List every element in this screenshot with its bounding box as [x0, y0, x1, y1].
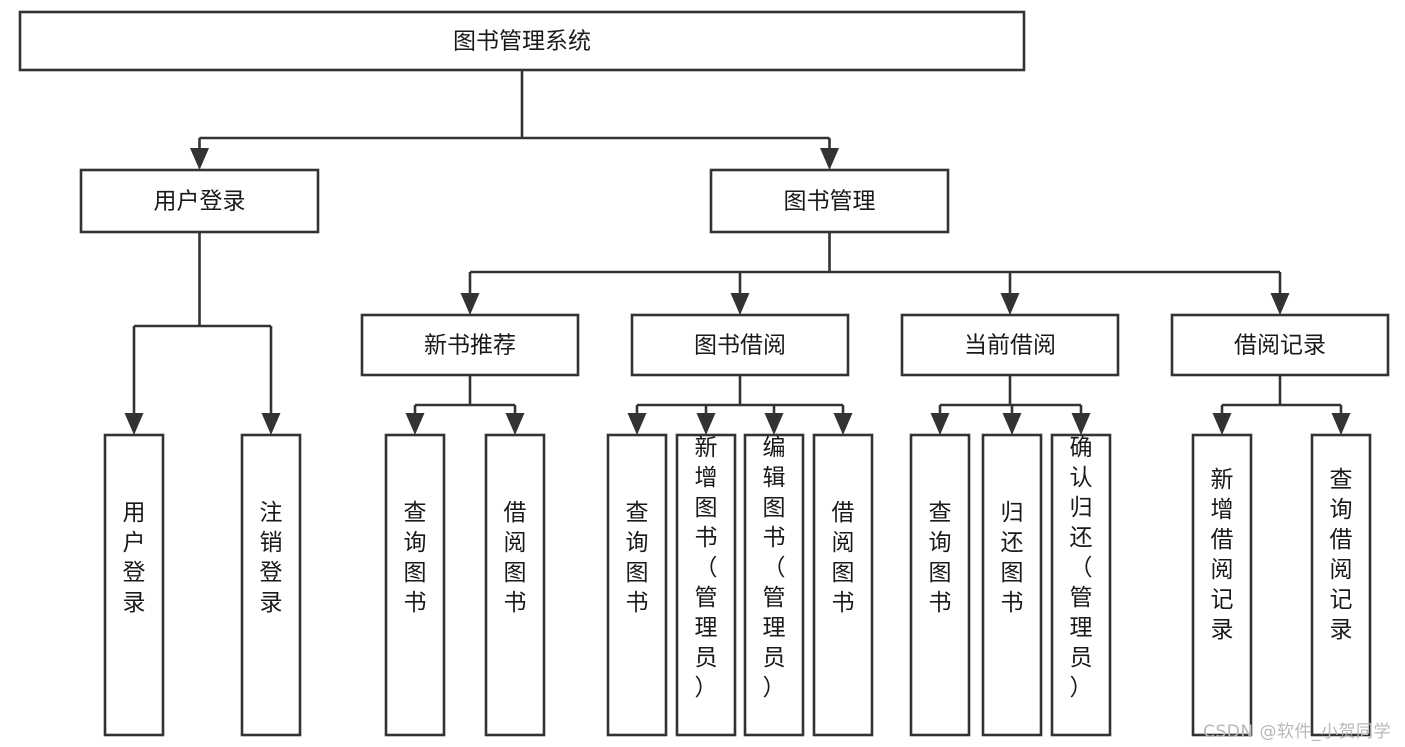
arrowhead-leaf-add-borrow-record: [1212, 413, 1232, 435]
node-leaf-query-book-rec-label: 查询图书: [404, 500, 427, 616]
node-leaf-query-borrow-record-label: 查询借阅记录: [1330, 467, 1353, 643]
node-leaf-query-book-borrow[interactable]: 查询图书: [606, 433, 668, 737]
node-leaf-borrow-book-rec-label: 借阅图书: [504, 500, 527, 616]
node-new-book-recommend-box[interactable]: [360, 313, 580, 377]
csdn-watermark: CSDN @软件_小贺同学: [1203, 722, 1391, 742]
node-leaf-edit-book-admin-box[interactable]: [743, 433, 805, 737]
arrowhead-current-borrow: [1000, 293, 1020, 315]
arrowhead-leaf-borrow-book: [833, 413, 853, 435]
node-leaf-logout[interactable]: 注销登录: [240, 433, 302, 737]
node-current-borrow-label: 当前借阅: [964, 333, 1056, 359]
node-borrow-record[interactable]: 借阅记录: [1170, 313, 1390, 377]
arrowhead-leaf-confirm-return-admin: [1071, 413, 1091, 435]
node-leaf-edit-book-admin[interactable]: 编辑图书（管理员）: [743, 433, 805, 737]
node-leaf-add-borrow-record-label: 新增借阅记录: [1211, 467, 1234, 643]
arrowhead-leaf-query-borrow-record: [1331, 413, 1351, 435]
arrowhead-leaf-edit-book-admin: [764, 413, 784, 435]
arrowhead-leaf-query-book-rec: [405, 413, 425, 435]
arrowhead-leaf-query-book-current: [930, 413, 950, 435]
arrowhead-leaf-logout: [261, 413, 281, 435]
node-current-borrow-box[interactable]: [900, 313, 1120, 377]
node-leaf-user-login[interactable]: 用户登录: [103, 433, 165, 737]
arrowhead-leaf-user-login: [124, 413, 144, 435]
node-book-borrow-label: 图书借阅: [694, 333, 786, 359]
node-book-borrow[interactable]: 图书借阅: [630, 313, 850, 377]
node-leaf-confirm-return-admin-label: 确认归还（管理员）: [1070, 435, 1093, 701]
node-borrow-record-label: 借阅记录: [1234, 333, 1326, 359]
node-root-box[interactable]: [18, 10, 1026, 72]
node-leaf-borrow-book-label: 借阅图书: [832, 500, 855, 616]
node-leaf-query-book-current-box[interactable]: [909, 433, 971, 737]
arrowhead-user-login: [190, 148, 209, 170]
arrowhead-leaf-return-book: [1002, 413, 1022, 435]
node-book-manage[interactable]: 图书管理: [709, 168, 950, 234]
arrowhead-book-borrow: [730, 293, 750, 315]
node-leaf-add-book-admin[interactable]: 新增图书（管理员）: [675, 433, 737, 737]
node-leaf-borrow-book-box[interactable]: [812, 433, 874, 737]
node-book-manage-box[interactable]: [709, 168, 950, 234]
node-leaf-query-borrow-record[interactable]: 查询借阅记录: [1310, 433, 1372, 737]
node-current-borrow[interactable]: 当前借阅: [900, 313, 1120, 377]
arrowhead-borrow-record: [1270, 293, 1290, 315]
node-layer: 图书管理系统 用户登录 图书管理 新书推荐 图书借阅 当前: [18, 10, 1390, 737]
node-leaf-user-login-label: 用户登录: [123, 500, 146, 616]
node-leaf-return-book[interactable]: 归还图书: [981, 433, 1043, 737]
node-new-book-recommend[interactable]: 新书推荐: [360, 313, 580, 377]
node-leaf-edit-book-admin-label: 编辑图书（管理员）: [763, 435, 786, 701]
node-borrow-record-box[interactable]: [1170, 313, 1390, 377]
node-user-login-box[interactable]: [79, 168, 320, 234]
node-leaf-add-borrow-record[interactable]: 新增借阅记录: [1191, 433, 1253, 737]
node-new-book-recommend-label: 新书推荐: [424, 333, 516, 359]
node-leaf-query-book-current[interactable]: 查询图书: [909, 433, 971, 737]
node-leaf-logout-box[interactable]: [240, 433, 302, 737]
node-user-login[interactable]: 用户登录: [79, 168, 320, 234]
arrowhead-leaf-borrow-book-rec: [505, 413, 525, 435]
node-leaf-query-book-current-label: 查询图书: [929, 500, 952, 616]
node-leaf-borrow-book-rec[interactable]: 借阅图书: [484, 433, 546, 737]
node-leaf-add-book-admin-box[interactable]: [675, 433, 737, 737]
connector-layer: [124, 70, 1351, 435]
node-leaf-return-book-box[interactable]: [981, 433, 1043, 737]
node-book-borrow-box[interactable]: [630, 313, 850, 377]
node-leaf-confirm-return-admin-box[interactable]: [1050, 433, 1112, 737]
node-root[interactable]: 图书管理系统: [18, 10, 1026, 72]
node-leaf-query-book-borrow-label: 查询图书: [626, 500, 649, 616]
node-user-login-label: 用户登录: [154, 189, 246, 215]
node-leaf-query-book-rec[interactable]: 查询图书: [384, 433, 446, 737]
node-leaf-query-borrow-record-box[interactable]: [1310, 433, 1372, 737]
arrowhead-book-manage: [820, 148, 839, 170]
node-root-label: 图书管理系统: [453, 29, 591, 55]
node-leaf-query-book-rec-box[interactable]: [384, 433, 446, 737]
arrowhead-leaf-query-book-borrow: [627, 413, 647, 435]
node-leaf-return-book-label: 归还图书: [1001, 500, 1024, 616]
node-leaf-query-book-borrow-box[interactable]: [606, 433, 668, 737]
node-leaf-confirm-return-admin[interactable]: 确认归还（管理员）: [1050, 433, 1112, 737]
node-leaf-logout-label: 注销登录: [260, 500, 283, 616]
node-leaf-borrow-book-rec-box[interactable]: [484, 433, 546, 737]
node-leaf-user-login-box[interactable]: [103, 433, 165, 737]
node-book-manage-label: 图书管理: [784, 189, 876, 215]
node-leaf-add-book-admin-label: 新增图书（管理员）: [695, 435, 718, 701]
arrowhead-new-book-recommend: [460, 293, 480, 315]
node-leaf-add-borrow-record-box[interactable]: [1191, 433, 1253, 737]
node-leaf-borrow-book[interactable]: 借阅图书: [812, 433, 874, 737]
arrowhead-leaf-add-book-admin: [696, 413, 716, 435]
